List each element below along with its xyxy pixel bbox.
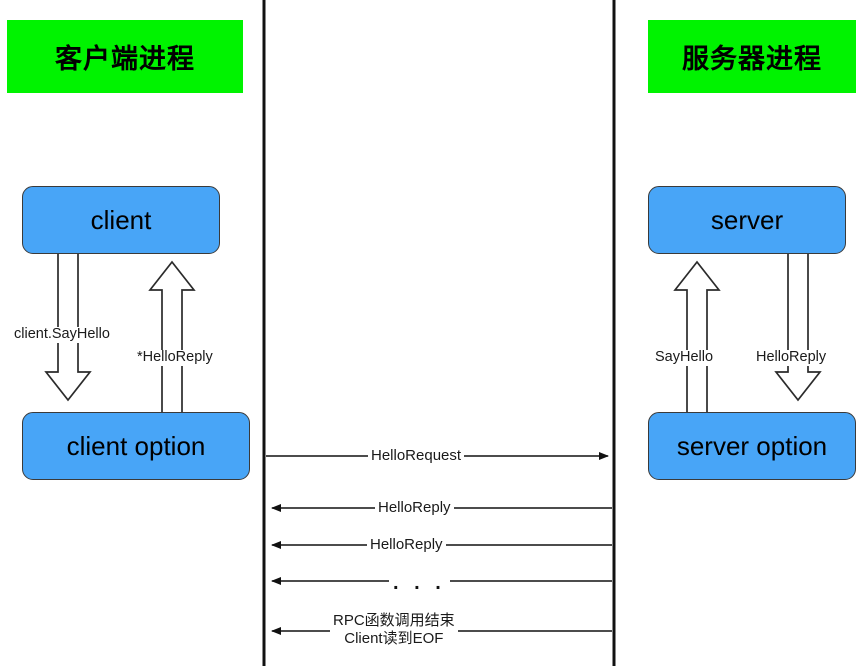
message-label-helloreply-2-text: HelloReply [370,536,443,553]
node-server[interactable]: server [648,186,846,254]
process-header-client: 客户端进程 [7,20,243,93]
block-arrow-label-server-sayhello: SayHello [655,349,714,366]
node-server-option[interactable]: server option [648,412,856,480]
node-server-option-label: server option [676,430,828,461]
node-client-option-label: client option [66,430,206,461]
process-header-server-label: 服务器进程 [682,44,822,75]
block-arrow-label-client-helloreply: *HelloReply [137,349,213,366]
block-arrow-server-sayhello [673,260,721,414]
message-label-ellipsis: . . . [389,572,450,595]
block-arrow-label-server-helloreply-text: HelloReply [756,349,827,365]
message-label-hellorequest-text: HelloRequest [371,447,462,464]
block-arrow-client-helloreply [148,260,196,414]
node-server-label: server [710,204,784,235]
block-arrow-label-server-helloreply: HelloReply [756,349,827,366]
node-client[interactable]: client [22,186,220,254]
block-arrow-label-client-sayhello: client.SayHello [14,326,110,343]
block-arrow-server-helloreply [774,252,822,402]
block-arrow-label-client-helloreply-text: *HelloReply [137,349,213,365]
block-arrow-label-server-sayhello-text: SayHello [655,349,714,365]
message-label-ellipsis-text: . . . [393,572,446,594]
node-client-option[interactable]: client option [22,412,250,480]
message-label-eof: RPC函数调用结束 Client读到EOF [330,612,458,648]
message-label-eof-line1: RPC函数调用结束 [333,612,455,629]
message-label-helloreply-2: HelloReply [367,536,446,554]
message-label-eof-line2: Client读到EOF [344,629,444,647]
node-client-label: client [90,204,152,235]
message-label-helloreply-1: HelloReply [375,499,454,517]
message-label-hellorequest: HelloRequest [368,447,465,465]
process-header-server: 服务器进程 [648,20,856,93]
block-arrow-label-client-sayhello-text: client.SayHello [14,326,110,342]
block-arrow-client-sayhello [44,252,92,402]
process-header-client-label: 客户端进程 [55,44,195,75]
message-label-helloreply-1-text: HelloReply [378,499,451,516]
